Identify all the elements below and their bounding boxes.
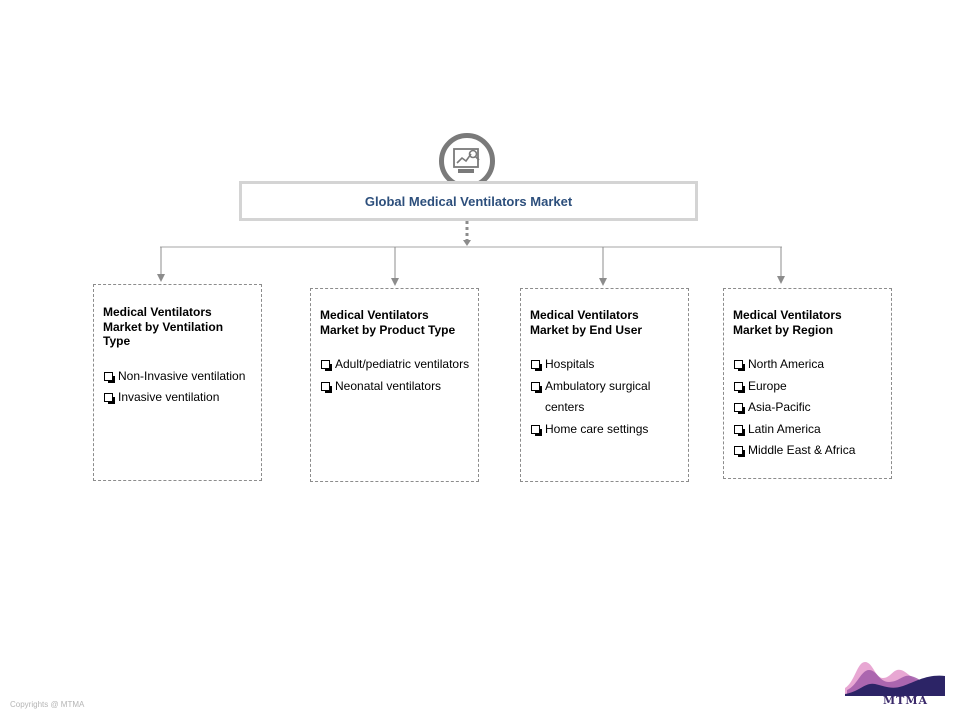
copyright-text: Copyrights @ MTMA — [10, 700, 85, 709]
list-item: Asia-Pacific — [733, 397, 883, 419]
list-item: Ambulatory surgical centers — [530, 376, 680, 419]
checkbox-bullet-icon — [734, 381, 745, 393]
checkbox-bullet-icon — [531, 424, 542, 436]
list-item: Latin America — [733, 419, 883, 441]
checkbox-bullet-icon — [321, 381, 332, 393]
segment-title: Medical Ventilators Market by End User — [530, 308, 643, 337]
segment-ventilation-type: Medical Ventilators Market by Ventilatio… — [93, 284, 262, 481]
list-item: North America — [733, 354, 883, 376]
market-title-box: Global Medical Ventilators Market — [239, 181, 698, 221]
hub-arrowhead — [463, 240, 471, 246]
checkbox-bullet-icon — [734, 446, 745, 457]
checkbox-bullet-icon — [734, 424, 745, 436]
segment-title: Medical Ventilators Market by Product Ty… — [320, 308, 456, 337]
market-title: Global Medical Ventilators Market — [364, 193, 573, 209]
checkbox-bullet-icon — [734, 360, 745, 371]
list-item: Home care settings — [530, 419, 680, 441]
mtma-logo: MTMA — [843, 656, 947, 708]
list-item: Hospitals — [530, 354, 680, 376]
segment-end-user: Medical Ventilators Market by End User H… — [520, 288, 689, 482]
list-item: Neonatal ventilators — [320, 376, 470, 398]
logo-text: MTMA — [883, 694, 929, 707]
checkbox-bullet-icon — [531, 360, 542, 371]
list-item: Europe — [733, 376, 883, 398]
list-item: Adult/pediatric ventilators — [320, 354, 470, 376]
list-item: Non-Invasive ventilation — [103, 366, 253, 388]
segment-region: Medical Ventilators Market by Region Nor… — [723, 288, 892, 479]
segment-title: Medical Ventilators Market by Region — [733, 308, 842, 337]
list-item: Invasive ventilation — [103, 387, 253, 409]
checkbox-bullet-icon — [104, 371, 115, 383]
list-item: Middle East & Africa — [733, 440, 883, 462]
checkbox-bullet-icon — [321, 360, 332, 371]
checkbox-bullet-icon — [104, 393, 115, 404]
segment-title: Medical Ventilators Market by Ventilatio… — [103, 305, 224, 348]
segment-product-type: Medical Ventilators Market by Product Ty… — [310, 288, 479, 482]
checkbox-bullet-icon — [734, 403, 745, 414]
checkbox-bullet-icon — [531, 381, 542, 393]
mtma-logo-icon — [845, 662, 945, 696]
